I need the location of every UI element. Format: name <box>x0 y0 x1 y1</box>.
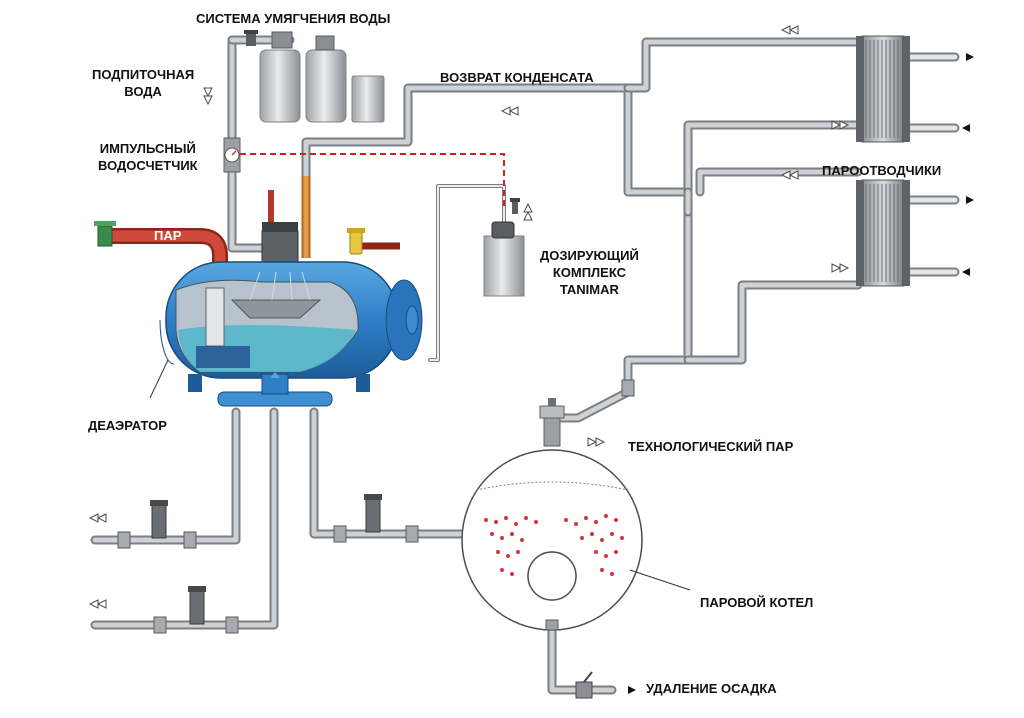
boiler-label: ПАРОВОЙ КОТЕЛ <box>700 595 814 610</box>
makeup-water-label: ПОДПИТОЧНАЯ ВОДА <box>92 66 194 100</box>
softening-system-label: СИСТЕМА УМЯГЧЕНИЯ ВОДЫ <box>196 11 391 26</box>
condensate-return-label: ВОЗВРАТ КОНДЕНСАТА <box>440 70 594 85</box>
dosing-line-3: TANIMAR <box>559 282 619 297</box>
steam-label: ПАР <box>154 228 182 243</box>
pulse-meter-label: ИМПУЛЬСНЫЙ ВОДОСЧЕТЧИК <box>98 140 198 174</box>
deaerator-label: ДЕАЭРАТОР <box>88 418 167 433</box>
dosing-line-1: ДОЗИРУЮЩИЙ <box>540 248 639 263</box>
flow-arrow-icons <box>88 25 850 609</box>
pulse-meter-line-2: ВОДОСЧЕТЧИК <box>98 158 198 173</box>
boiler-steam-valve-icon <box>539 398 565 447</box>
boiler-tubes <box>484 514 624 576</box>
feed-pump-3-icon <box>364 494 382 533</box>
steam-boiler <box>461 398 643 631</box>
water-meter-icon <box>223 137 241 173</box>
makeup-water-line-1: ПОДПИТОЧНАЯ <box>92 67 195 82</box>
softener-valve-icon <box>244 30 258 46</box>
steam-traps-label: ПАРООТВОДЧИКИ <box>822 163 942 178</box>
dosing-line-2: КОМПЛЕКС <box>552 265 626 280</box>
solid-arrow-icons <box>628 53 974 694</box>
line-valves <box>117 379 635 634</box>
steam-inlet-pipe <box>94 221 228 270</box>
feed-pump-1-icon <box>150 500 168 539</box>
deaerator-tank <box>159 190 423 407</box>
water-softening-unit <box>244 30 385 123</box>
label-leaders <box>149 359 691 591</box>
dosing-complex-label: ДОЗИРУЮЩИЙ КОМПЛЕКС TANIMAR <box>540 247 639 298</box>
dosing-tank <box>483 198 525 297</box>
heat-exchanger-upper <box>856 35 910 143</box>
impulse-signal-line <box>240 153 505 210</box>
blowdown-label: УДАЛЕНИЕ ОСАДКА <box>646 681 777 696</box>
makeup-water-line-2: ВОДА <box>124 84 162 99</box>
blowdown-valve-icon <box>575 671 593 699</box>
steam-inlet-valve-icon <box>94 221 116 247</box>
feed-pump-2-icon <box>188 586 206 625</box>
heat-exchanger-lower <box>856 179 910 287</box>
pulse-meter-line-1: ИМПУЛЬСНЫЙ <box>99 141 196 156</box>
safety-valve-icon <box>347 228 400 255</box>
process-steam-label: ТЕХНОЛОГИЧЕСКИЙ ПАР <box>628 439 794 454</box>
